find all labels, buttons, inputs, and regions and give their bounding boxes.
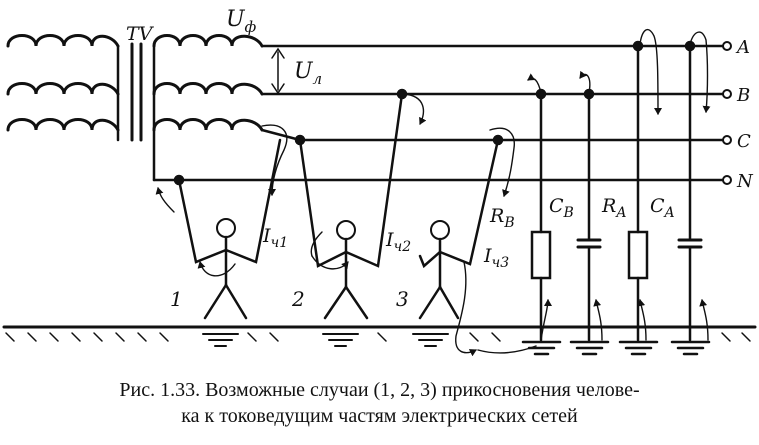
current-1-symbol: I	[262, 225, 271, 247]
ground-hatching	[5, 332, 751, 342]
component-ca-symbol: C	[650, 195, 665, 217]
person-1	[173, 138, 282, 320]
component-ra-symbol: R	[601, 195, 616, 217]
diagram-labels: TV Uф Uл A B C N 1 2 3 Iч1 Iч2 Iч3 RB CB…	[126, 7, 754, 311]
component-cb-symbol: C	[549, 195, 564, 217]
phase-voltage-symbol: U	[226, 7, 246, 32]
primary-windings	[6, 34, 120, 142]
svg-text:Iч1: Iч1	[262, 225, 288, 251]
line-voltage-subscript: л	[313, 70, 323, 88]
caption-line-2: ка к токоведущим частям электрических се…	[181, 405, 578, 427]
terminals	[722, 41, 732, 185]
current-arrows	[155, 28, 711, 357]
svg-text:CB: CB	[549, 195, 574, 221]
phase-voltage-subscript: ф	[245, 18, 257, 36]
component-cb-subscript: B	[563, 205, 574, 221]
current-1-subscript: ч1	[271, 235, 289, 251]
current-3-subscript: ч3	[492, 255, 510, 271]
component-ra-subscript: A	[614, 205, 626, 221]
case-2-label: 2	[291, 287, 305, 311]
svg-text:Iч3: Iч3	[483, 245, 509, 271]
terminal-n: N	[736, 171, 754, 192]
svg-text:RB: RB	[489, 205, 515, 231]
current-3-symbol: I	[483, 245, 492, 267]
terminal-a: A	[735, 37, 750, 58]
component-ca-subscript: A	[663, 205, 675, 221]
current-2-subscript: ч2	[394, 239, 412, 255]
figure-caption: Рис. 1.33. Возможные случаи (1, 2, 3) пр…	[0, 377, 759, 429]
person-2	[294, 88, 408, 320]
svg-text:CA: CA	[650, 195, 675, 221]
terminal-c: C	[737, 131, 751, 152]
component-rb-left-subscript: B	[503, 215, 514, 231]
current-2-symbol: I	[385, 229, 394, 251]
secondary-windings	[152, 34, 264, 182]
svg-text:Uл: Uл	[294, 59, 322, 88]
insulation-elements	[521, 40, 711, 356]
person-ground-symbols	[202, 333, 449, 347]
phase-lines	[152, 44, 724, 182]
line-voltage-symbol: U	[294, 59, 314, 84]
component-rb-left-symbol: R	[489, 205, 504, 227]
transformer-label: TV	[126, 23, 155, 45]
svg-text:Uф: Uф	[226, 7, 257, 36]
svg-text:RA: RA	[601, 195, 626, 221]
svg-text:Iч2: Iч2	[385, 229, 411, 255]
terminal-b: B	[736, 85, 750, 106]
caption-line-1: Рис. 1.33. Возможные случаи (1, 2, 3) пр…	[119, 379, 640, 401]
case-1-label: 1	[170, 287, 183, 311]
case-3-label: 3	[396, 287, 409, 311]
transformer-core	[130, 42, 143, 142]
person-3	[418, 134, 504, 320]
